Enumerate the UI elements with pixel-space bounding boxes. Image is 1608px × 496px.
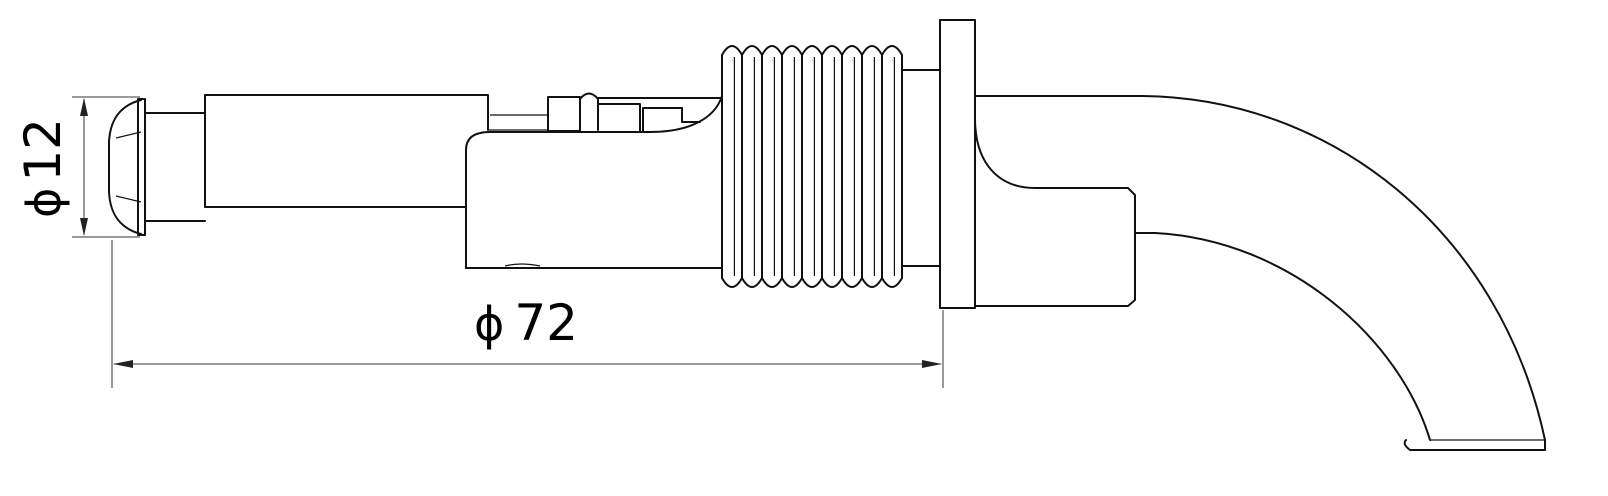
spout-outer-curve [974, 95, 1546, 451]
latch-rail [597, 97, 723, 132]
latch-slot [642, 107, 701, 132]
connector-body [465, 92, 723, 269]
nozzle-tip [108, 98, 206, 236]
threaded-section [721, 45, 903, 288]
latch-block [547, 96, 581, 132]
spout-inner-curve [1134, 232, 1431, 441]
arrowhead-top [80, 98, 88, 116]
curved-spout [974, 95, 1546, 451]
tip-dome [108, 99, 142, 235]
arrowhead-left [113, 360, 133, 368]
diameter-dimension: ϕ12 [14, 96, 140, 238]
spout-socket [974, 117, 1136, 307]
arrowhead-bottom [80, 218, 88, 236]
flange-plate [939, 19, 976, 309]
latch-tab [579, 92, 599, 131]
sleeve-outline [204, 94, 489, 208]
connector-neck [488, 114, 548, 131]
hex-flange [901, 19, 976, 309]
connector-outline [465, 95, 723, 269]
diameter-dimension-label: ϕ12 [14, 118, 72, 218]
tip-dome-inner [115, 131, 142, 203]
tip-flange [137, 98, 146, 236]
flange-collar [901, 69, 941, 267]
arrowhead-right [922, 360, 942, 368]
sleeve-body [204, 94, 489, 208]
connector-seam [504, 263, 541, 267]
